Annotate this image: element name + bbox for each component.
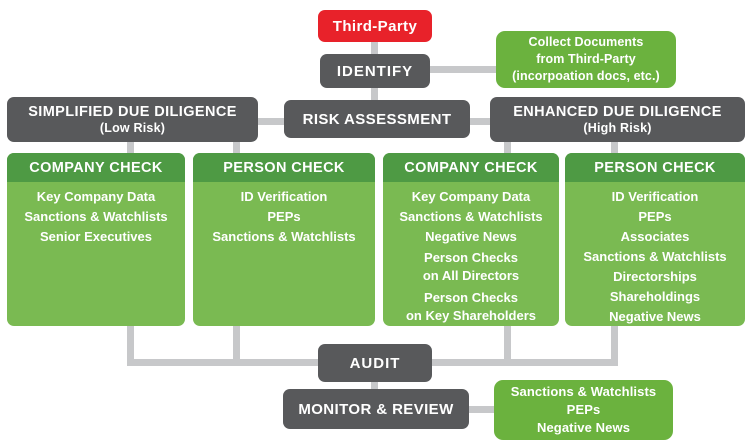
check-item: Key Company Data — [36, 189, 156, 204]
connector-simplified-risk — [255, 118, 287, 125]
check-item: PEPs — [267, 209, 301, 224]
sdd-company-check-header: COMPANY CHECK — [7, 153, 185, 182]
check-item: Sanctions & Watchlists — [399, 209, 543, 224]
edd-company-check-header: COMPANY CHECK — [383, 153, 559, 182]
node-identify: IDENTIFY — [320, 54, 430, 88]
connector-simplified-col2 — [233, 139, 240, 155]
connector-audit-monitor — [371, 381, 378, 392]
connector-col2-audit — [233, 323, 240, 366]
connector-risk-enhanced — [467, 118, 493, 125]
check-item: Sanctions & Watchlists — [24, 209, 168, 224]
node-simplified-due-diligence: SIMPLIFIED DUE DILIGENCE (Low Risk) — [7, 97, 258, 142]
node-monitor-review: MONITOR & REVIEW — [283, 389, 469, 429]
node-audit: AUDIT — [318, 344, 432, 382]
check-item: ID Verification — [240, 189, 328, 204]
collect-documents-line-3: (incorpoation docs, etc.) — [512, 69, 660, 83]
risk-assessment-label: RISK ASSESSMENT — [302, 110, 452, 128]
connector-enhanced-col3 — [504, 139, 511, 155]
check-item: Person Checks on All Directors — [422, 250, 520, 283]
connector-col3-audit — [504, 323, 511, 366]
simplified-dd-title: SIMPLIFIED DUE DILIGENCE — [28, 104, 237, 120]
ongoing-checks-line-1: Sanctions & Watchlists — [510, 384, 657, 399]
audit-label: AUDIT — [349, 354, 401, 372]
ongoing-checks-line-2: PEPs — [566, 402, 601, 417]
node-collect-documents: Collect Documents from Third-Party (inco… — [496, 31, 676, 88]
connector-enhanced-col4 — [611, 139, 618, 155]
check-item: PEPs — [638, 209, 672, 224]
simplified-dd-subtitle: (Low Risk) — [99, 121, 166, 135]
enhanced-dd-subtitle: (High Risk) — [583, 121, 652, 135]
column-sdd-company-check: COMPANY CHECK Key Company Data Sanctions… — [7, 153, 185, 326]
collect-documents-line-1: Collect Documents — [528, 35, 644, 49]
node-ongoing-checks: Sanctions & Watchlists PEPs Negative New… — [494, 380, 673, 440]
connector-monitor-checks — [466, 406, 497, 413]
connector-identify-collect — [428, 66, 498, 73]
third-party-label: Third-Party — [332, 17, 418, 35]
sdd-person-check-header: PERSON CHECK — [193, 153, 375, 182]
enhanced-dd-title: ENHANCED DUE DILIGENCE — [513, 104, 722, 120]
check-item: Negative News — [425, 229, 517, 244]
connector-simplified-col1 — [127, 139, 134, 155]
edd-person-check-header: PERSON CHECK — [565, 153, 745, 182]
check-item: Associates — [620, 229, 690, 244]
sdd-person-check-items: ID Verification PEPs Sanctions & Watchli… — [193, 182, 375, 246]
monitor-review-label: MONITOR & REVIEW — [298, 400, 454, 418]
check-item: Senior Executives — [40, 229, 152, 244]
check-item: Negative News — [609, 309, 701, 324]
column-edd-person-check: PERSON CHECK ID Verification PEPs Associ… — [565, 153, 745, 326]
connector-identify-risk — [371, 86, 378, 103]
check-item: Shareholdings — [609, 289, 701, 304]
connector-col4-audit — [611, 323, 618, 366]
connector-thirdparty-identify — [371, 40, 378, 57]
check-item: Sanctions & Watchlists — [583, 249, 727, 264]
collect-documents-line-2: from Third-Party — [536, 52, 636, 66]
sdd-company-check-items: Key Company Data Sanctions & Watchlists … — [7, 182, 185, 246]
check-item: ID Verification — [611, 189, 699, 204]
column-edd-company-check: COMPANY CHECK Key Company Data Sanctions… — [383, 153, 559, 326]
identify-label: IDENTIFY — [336, 62, 414, 80]
edd-person-check-items: ID Verification PEPs Associates Sanction… — [565, 182, 745, 326]
check-item: Directorships — [613, 269, 697, 284]
edd-company-check-items: Key Company Data Sanctions & Watchlists … — [383, 182, 559, 325]
node-risk-assessment: RISK ASSESSMENT — [284, 100, 470, 138]
connector-col1-audit — [127, 323, 134, 366]
ongoing-checks-line-3: Negative News — [536, 420, 631, 435]
node-third-party: Third-Party — [318, 10, 432, 42]
check-item: Person Checks on Key Shareholders — [405, 290, 537, 323]
node-enhanced-due-diligence: ENHANCED DUE DILIGENCE (High Risk) — [490, 97, 745, 142]
check-item: Sanctions & Watchlists — [212, 229, 356, 244]
check-item: Key Company Data — [411, 189, 531, 204]
column-sdd-person-check: PERSON CHECK ID Verification PEPs Sancti… — [193, 153, 375, 326]
